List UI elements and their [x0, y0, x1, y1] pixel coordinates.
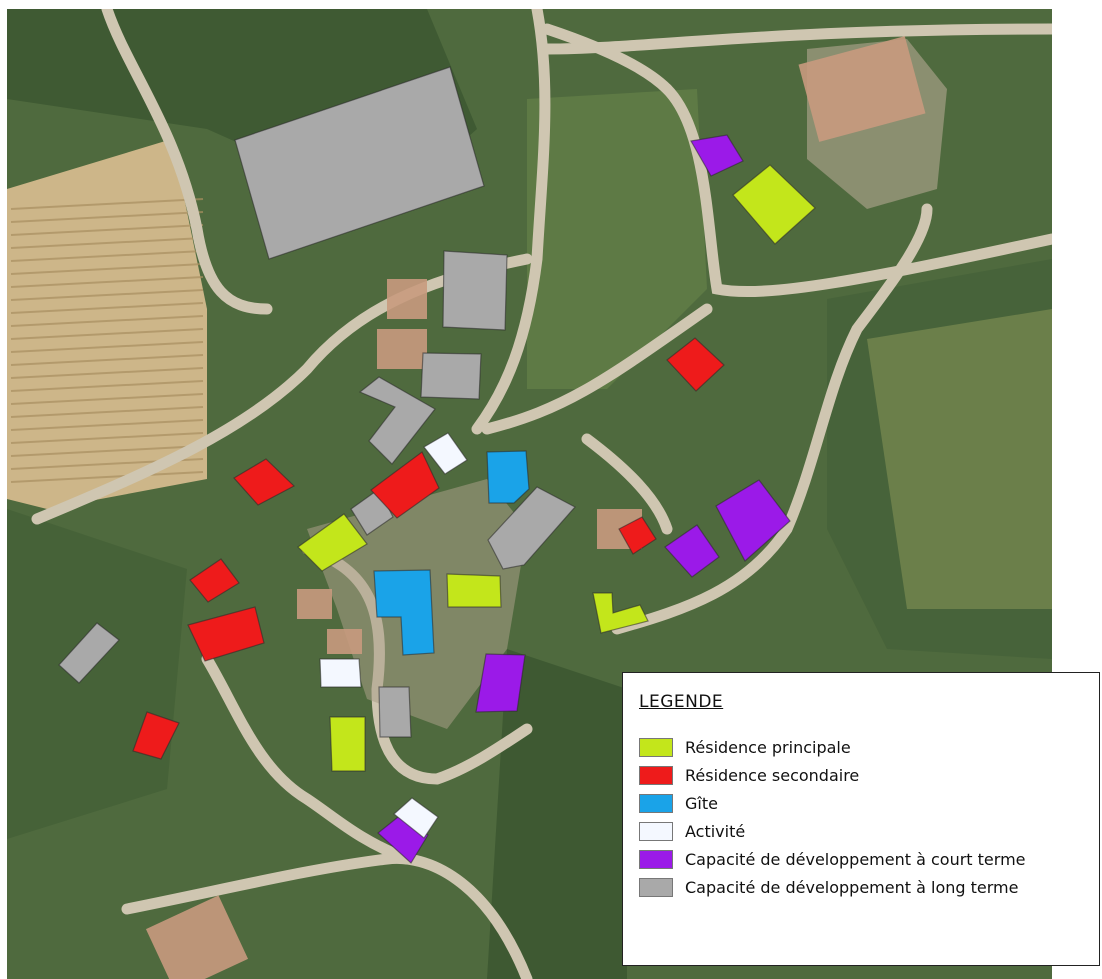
field-row	[10, 328, 204, 340]
aerial-background	[7, 9, 1052, 979]
legend-swatch-residence-secondaire	[639, 766, 673, 785]
parcel-residence-secondaire	[618, 516, 657, 555]
parcel-activite	[393, 797, 439, 839]
legend-label-residence-secondaire: Résidence secondaire	[685, 765, 860, 785]
parcel-residence-secondaire	[187, 606, 265, 662]
parcel-residence-principale	[297, 513, 368, 572]
field-row	[10, 237, 204, 249]
parcel-residence-secondaire	[233, 458, 296, 506]
legend-item-residence-secondaire: Résidence secondaire	[639, 762, 1099, 789]
parcel-activite	[319, 658, 362, 688]
field-rows	[10, 198, 204, 483]
field-row	[10, 341, 204, 353]
field-row	[10, 263, 204, 275]
parcel-gite	[373, 569, 435, 656]
parcel-long-terme	[234, 66, 485, 260]
legend-title: LEGENDE	[639, 692, 724, 712]
parcel-long-terme	[378, 686, 412, 738]
field-row	[10, 224, 204, 236]
parcel-activite	[423, 432, 468, 475]
map-area[interactable]	[7, 9, 1052, 979]
existing-roof	[327, 629, 362, 654]
field-row	[10, 393, 204, 405]
parcel-residence-secondaire	[189, 558, 240, 603]
parcel-long-terme	[442, 250, 508, 331]
existing-roof	[297, 589, 332, 619]
parcel-court-terme	[664, 524, 720, 578]
road	[201, 653, 413, 865]
field-row	[10, 367, 204, 379]
field-row	[10, 445, 204, 457]
road	[481, 303, 713, 435]
parcels-layer	[58, 66, 816, 864]
parcel-long-terme	[487, 486, 576, 570]
field-row	[10, 419, 204, 431]
field-row	[10, 471, 204, 483]
parcel-residence-principale	[446, 573, 502, 608]
road	[611, 203, 933, 635]
existing-roof	[798, 36, 926, 142]
road	[121, 852, 533, 979]
legend-label-activite: Activité	[685, 821, 746, 841]
parcel-long-terme	[58, 622, 120, 684]
parcel-long-terme	[420, 352, 482, 400]
existing-roof	[145, 895, 249, 979]
legend-label-court-terme: Capacité de développement à court terme	[685, 849, 1026, 869]
road	[581, 433, 673, 535]
forest-patch	[7, 509, 187, 839]
field-row	[10, 211, 204, 223]
legend-swatch-gite	[639, 794, 673, 813]
parcel-long-terme	[358, 376, 436, 465]
legend-label-long-terme: Capacité de développement à long terme	[685, 877, 1019, 897]
aerial-map	[7, 9, 1052, 979]
grass-field	[867, 309, 1052, 609]
parcel-court-terme	[475, 653, 526, 713]
field-row	[10, 276, 204, 288]
legend-item-residence-principale: Résidence principale	[639, 734, 1099, 761]
road	[101, 9, 273, 315]
field-row	[10, 406, 204, 418]
field-row	[10, 302, 204, 314]
legend-item-activite: Activité	[639, 818, 1099, 845]
field-row	[10, 432, 204, 444]
cultivated-field	[7, 139, 207, 509]
parcel-residence-secondaire	[132, 711, 180, 760]
parcel-residence-principale	[732, 164, 816, 245]
existing-roof	[387, 279, 427, 319]
field-row	[10, 289, 204, 301]
field-row	[10, 198, 204, 210]
field-row	[10, 354, 204, 366]
parcel-residence-secondaire	[666, 337, 725, 392]
parcel-residence-principale	[329, 716, 366, 772]
parcel-residence-secondaire	[370, 451, 440, 519]
grass-field	[527, 89, 707, 389]
legend-item-long-terme: Capacité de développement à long terme	[639, 874, 1099, 901]
road	[541, 23, 673, 95]
legend-swatch-long-terme	[639, 878, 673, 897]
legend-swatch-activite	[639, 822, 673, 841]
legend-panel: LEGENDE Résidence principale Résidence s…	[622, 672, 1100, 966]
existing-roof	[377, 329, 427, 369]
field-row	[10, 380, 204, 392]
legend-item-gite: Gîte	[639, 790, 1099, 817]
legend-label-residence-principale: Résidence principale	[685, 737, 851, 757]
legend-item-court-terme: Capacité de développement à court terme	[639, 846, 1099, 873]
legend-list: Résidence principale Résidence secondair…	[639, 734, 1099, 901]
legend-swatch-court-terme	[639, 850, 673, 869]
parcel-court-terme	[690, 134, 744, 177]
parcel-residence-principale	[592, 592, 649, 634]
legend-swatch-residence-principale	[639, 738, 673, 757]
road	[471, 9, 551, 435]
legend-label-gite: Gîte	[685, 793, 718, 813]
field-row	[10, 315, 204, 327]
parcel-court-terme	[715, 479, 791, 562]
field-row	[10, 250, 204, 262]
road	[31, 253, 533, 525]
parcel-gite	[486, 450, 530, 504]
